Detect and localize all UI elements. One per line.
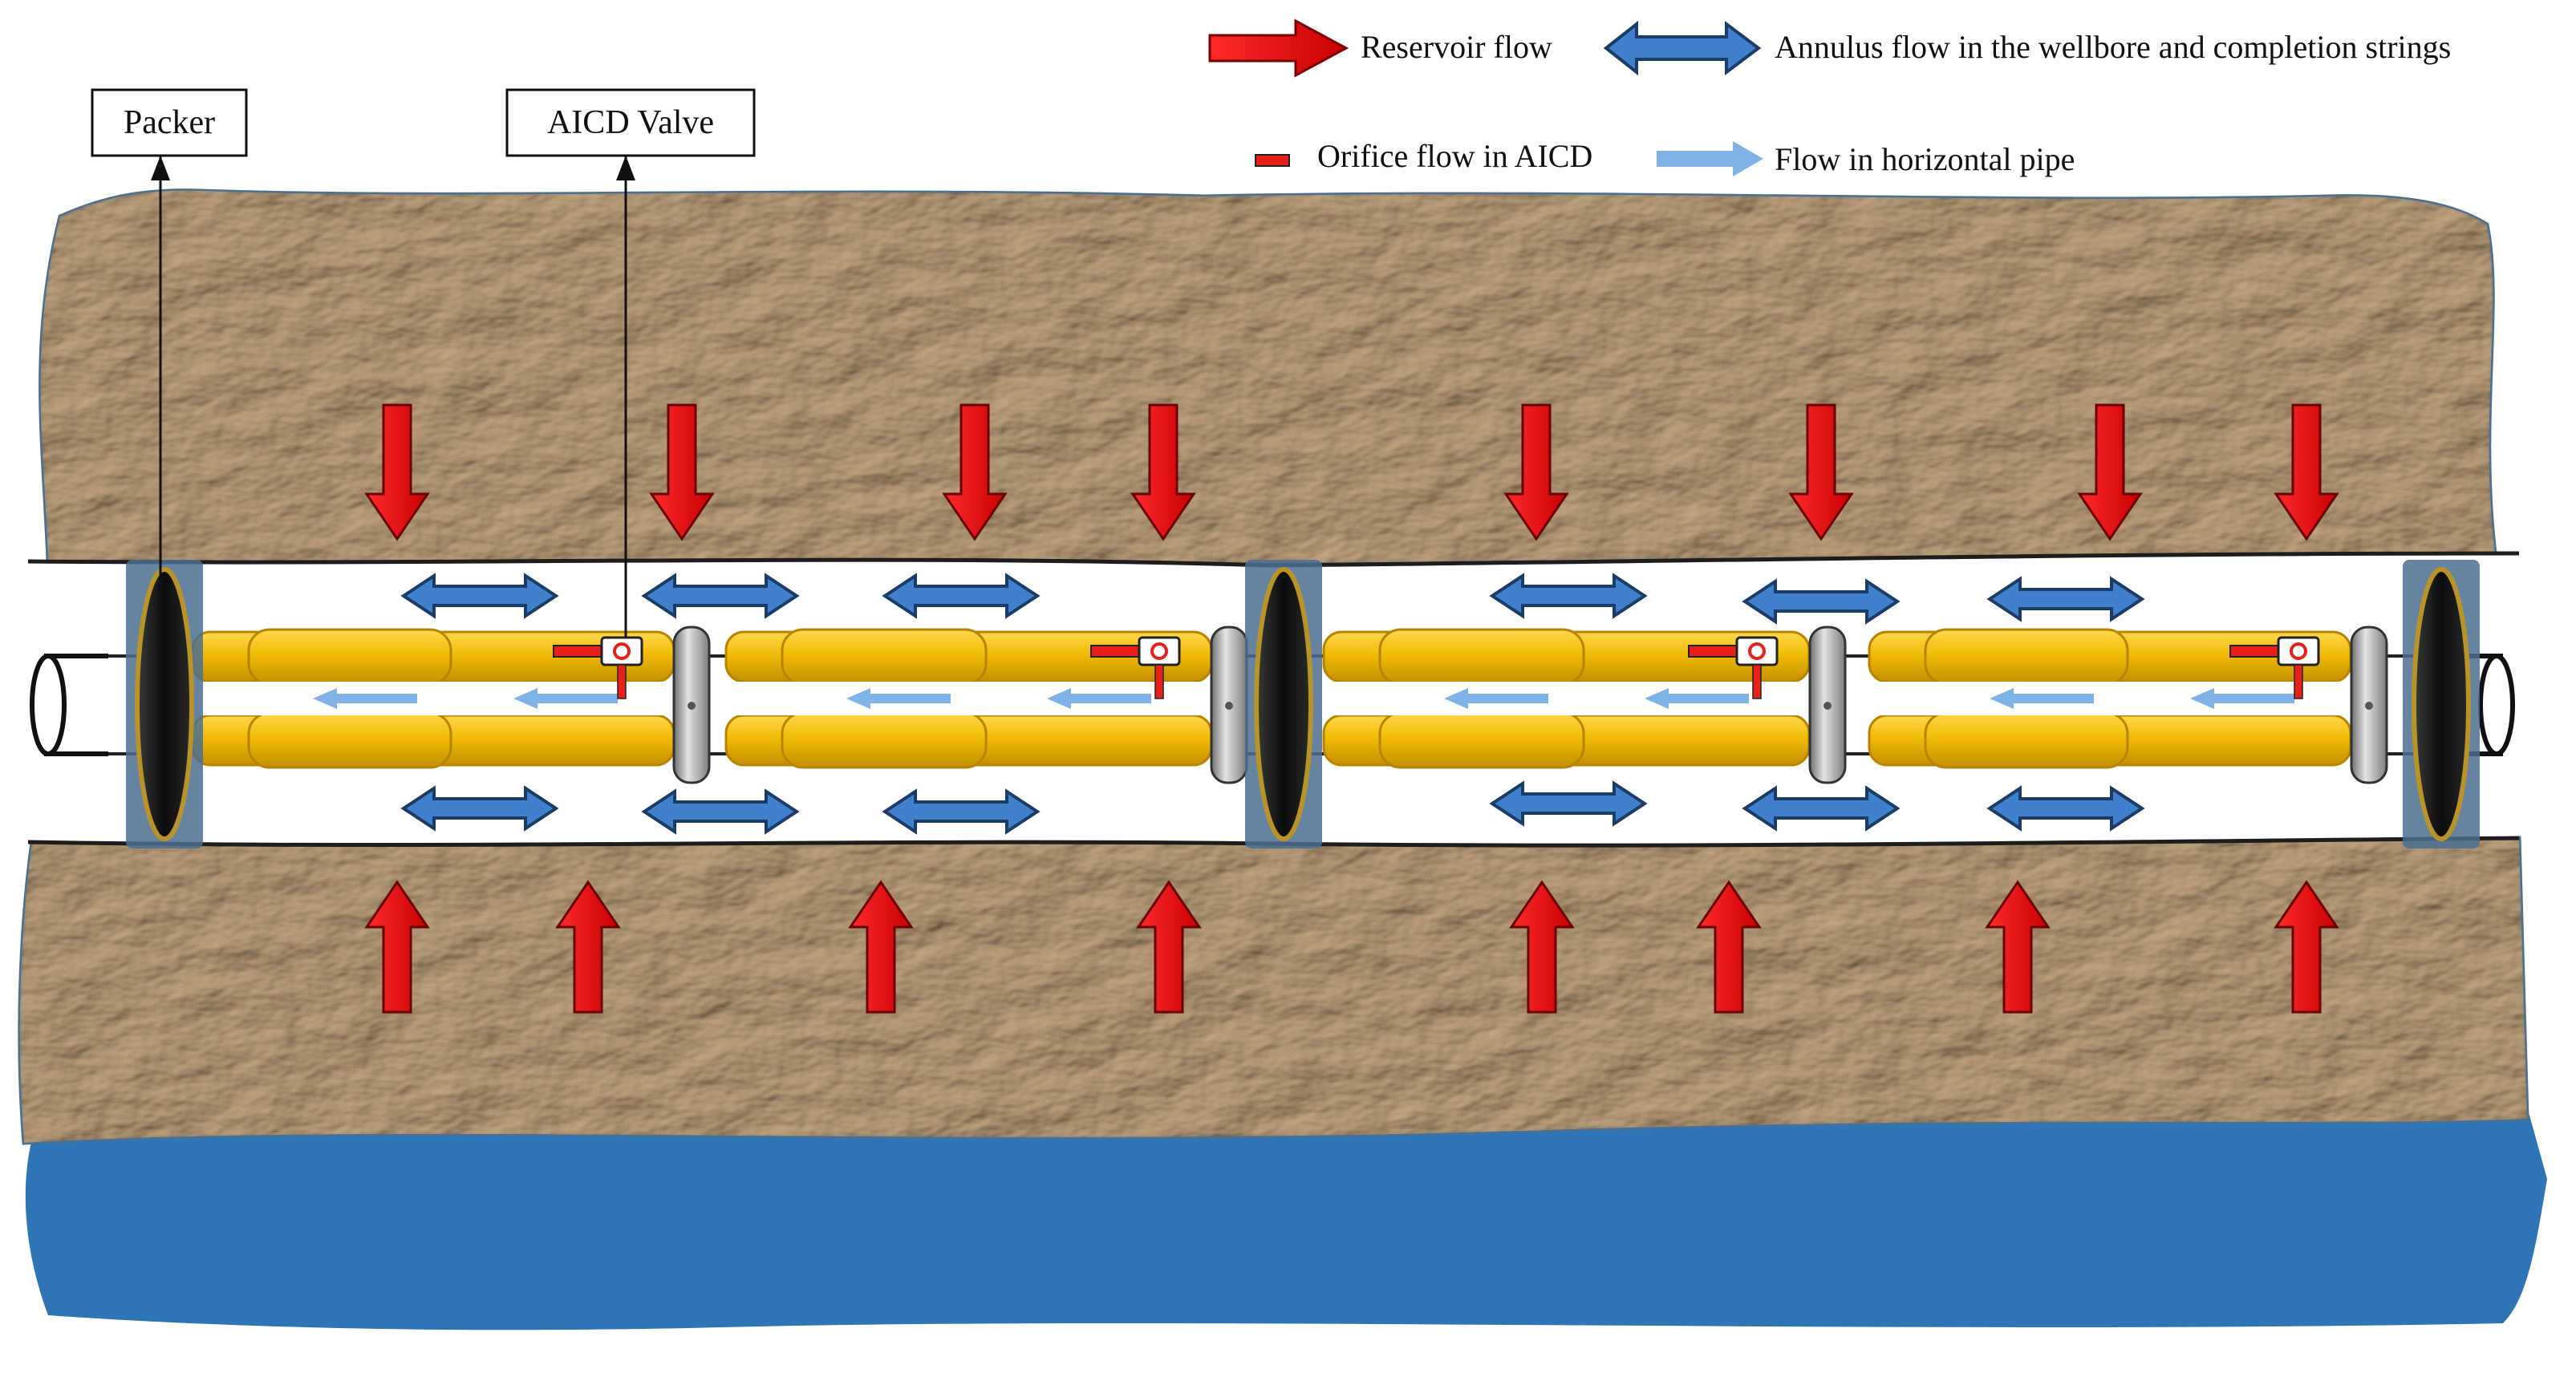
- reservoir-flow-arrow-down: [2077, 403, 2143, 541]
- annulus-flow-arrow: [1742, 578, 1901, 625]
- aicd-valve: [1688, 636, 1779, 699]
- annulus-flow-arrow: [882, 573, 1041, 619]
- water-layer: [25, 1107, 2548, 1330]
- annulus-flow-arrow: [400, 573, 559, 619]
- completion-string: [108, 560, 2480, 848]
- pipe-stub-left: [30, 654, 108, 756]
- aicd-valve: [1090, 636, 1181, 699]
- screen-joint: [191, 628, 675, 769]
- legend-horizontal-flow: Flow in horizontal pipe: [1657, 141, 2075, 177]
- reservoir-flow-arrow-down: [364, 403, 430, 541]
- annulus-flow-arrow: [1489, 573, 1648, 619]
- annulus-flow-arrow: [1489, 780, 1648, 827]
- annulus-flow-arrow: [641, 573, 800, 619]
- legend: Reservoir flow Annulus flow in the wellb…: [1208, 18, 2451, 177]
- annulus-flow-arrow: [400, 785, 559, 832]
- upper-rock-formation: [39, 188, 2497, 565]
- centralizer-ring: [1210, 626, 1248, 784]
- legend-annulus-flow: Annulus flow in the wellbore and complet…: [1603, 20, 2451, 76]
- centralizer-ring: [2350, 626, 2388, 784]
- horizontal-flow-arrow: [1645, 688, 1749, 709]
- annulus-flow-arrow: [641, 788, 800, 835]
- annulus-flow-arrow: [1986, 785, 2145, 832]
- reservoir-flow-arrow-down: [2274, 403, 2339, 541]
- screen-joint: [1868, 628, 2352, 769]
- reservoir-flow-arrow-down: [1788, 403, 1854, 541]
- annulus-flow-arrow: [1986, 576, 2145, 622]
- horizontal-flow-arrow: [2190, 688, 2294, 709]
- legend-horizontal-flow-text: Flow in horizontal pipe: [1775, 141, 2075, 177]
- legend-reservoir-flow-text: Reservoir flow: [1361, 29, 1552, 65]
- annulus-flow-arrow: [1742, 785, 1901, 832]
- aicd-valve: [2229, 636, 2320, 699]
- aicd-valve-callout: AICD Valve: [505, 88, 756, 638]
- aicd-valve: [553, 636, 643, 699]
- annulus-flow-arrow: [882, 788, 1041, 835]
- horizontal-flow-arrow: [1444, 688, 1548, 709]
- centralizer-ring: [672, 626, 711, 784]
- reservoir-flow-arrow-down: [649, 403, 715, 541]
- horizontal-flow-arrow: [846, 688, 951, 709]
- screen-joint: [724, 628, 1213, 769]
- reservoir-flow-arrow-up: [1985, 880, 2051, 1014]
- packer: [1245, 560, 1322, 848]
- reservoir-flow-arrow-up: [2274, 880, 2339, 1014]
- horizontal-flow-arrow: [513, 688, 618, 709]
- horizontal-flow-arrow: [1990, 688, 2094, 709]
- packer: [2403, 560, 2480, 848]
- horizontal-flow-arrow: [1047, 688, 1151, 709]
- annulus-flow-icon: [1603, 20, 1762, 76]
- annulus-flow-arrows: [400, 573, 2145, 835]
- reservoir-flow-arrow-up: [1136, 880, 1202, 1014]
- screen-joint: [1322, 628, 1811, 769]
- horizontal-flow-icon: [1657, 141, 1763, 176]
- legend-reservoir-flow: Reservoir flow: [1208, 18, 1552, 78]
- reservoir-flow-arrow-up: [1696, 880, 1762, 1014]
- reservoir-flow-arrow-up: [848, 880, 914, 1014]
- reservoir-flow-icon: [1208, 18, 1349, 78]
- reservoir-flow-arrow-down: [1503, 403, 1569, 541]
- aicd-valve-label: AICD Valve: [547, 104, 714, 141]
- reservoir-flow-arrow-down: [942, 403, 1008, 541]
- lower-rock-formation: [18, 836, 2529, 1145]
- reservoir-flow-arrow-up: [364, 880, 430, 1014]
- legend-annulus-flow-text: Annulus flow in the wellbore and complet…: [1775, 29, 2451, 65]
- reservoir-flow-arrow-down: [1130, 403, 1196, 541]
- centralizer-ring: [1808, 626, 1847, 784]
- legend-orifice-flow-text: Orifice flow in AICD: [1317, 138, 1592, 174]
- packer-label: Packer: [124, 104, 215, 141]
- horizontal-flow-arrow: [313, 688, 417, 709]
- packer-callout: Packer: [91, 88, 248, 834]
- reservoir-flow-arrows: [364, 403, 2339, 1014]
- packer: [126, 560, 203, 848]
- reservoir-flow-arrow-up: [1509, 880, 1575, 1014]
- orifice-flow-icon: [1255, 154, 1290, 167]
- legend-orifice-flow: Orifice flow in AICD: [1255, 138, 1592, 174]
- reservoir-flow-arrow-up: [555, 880, 621, 1014]
